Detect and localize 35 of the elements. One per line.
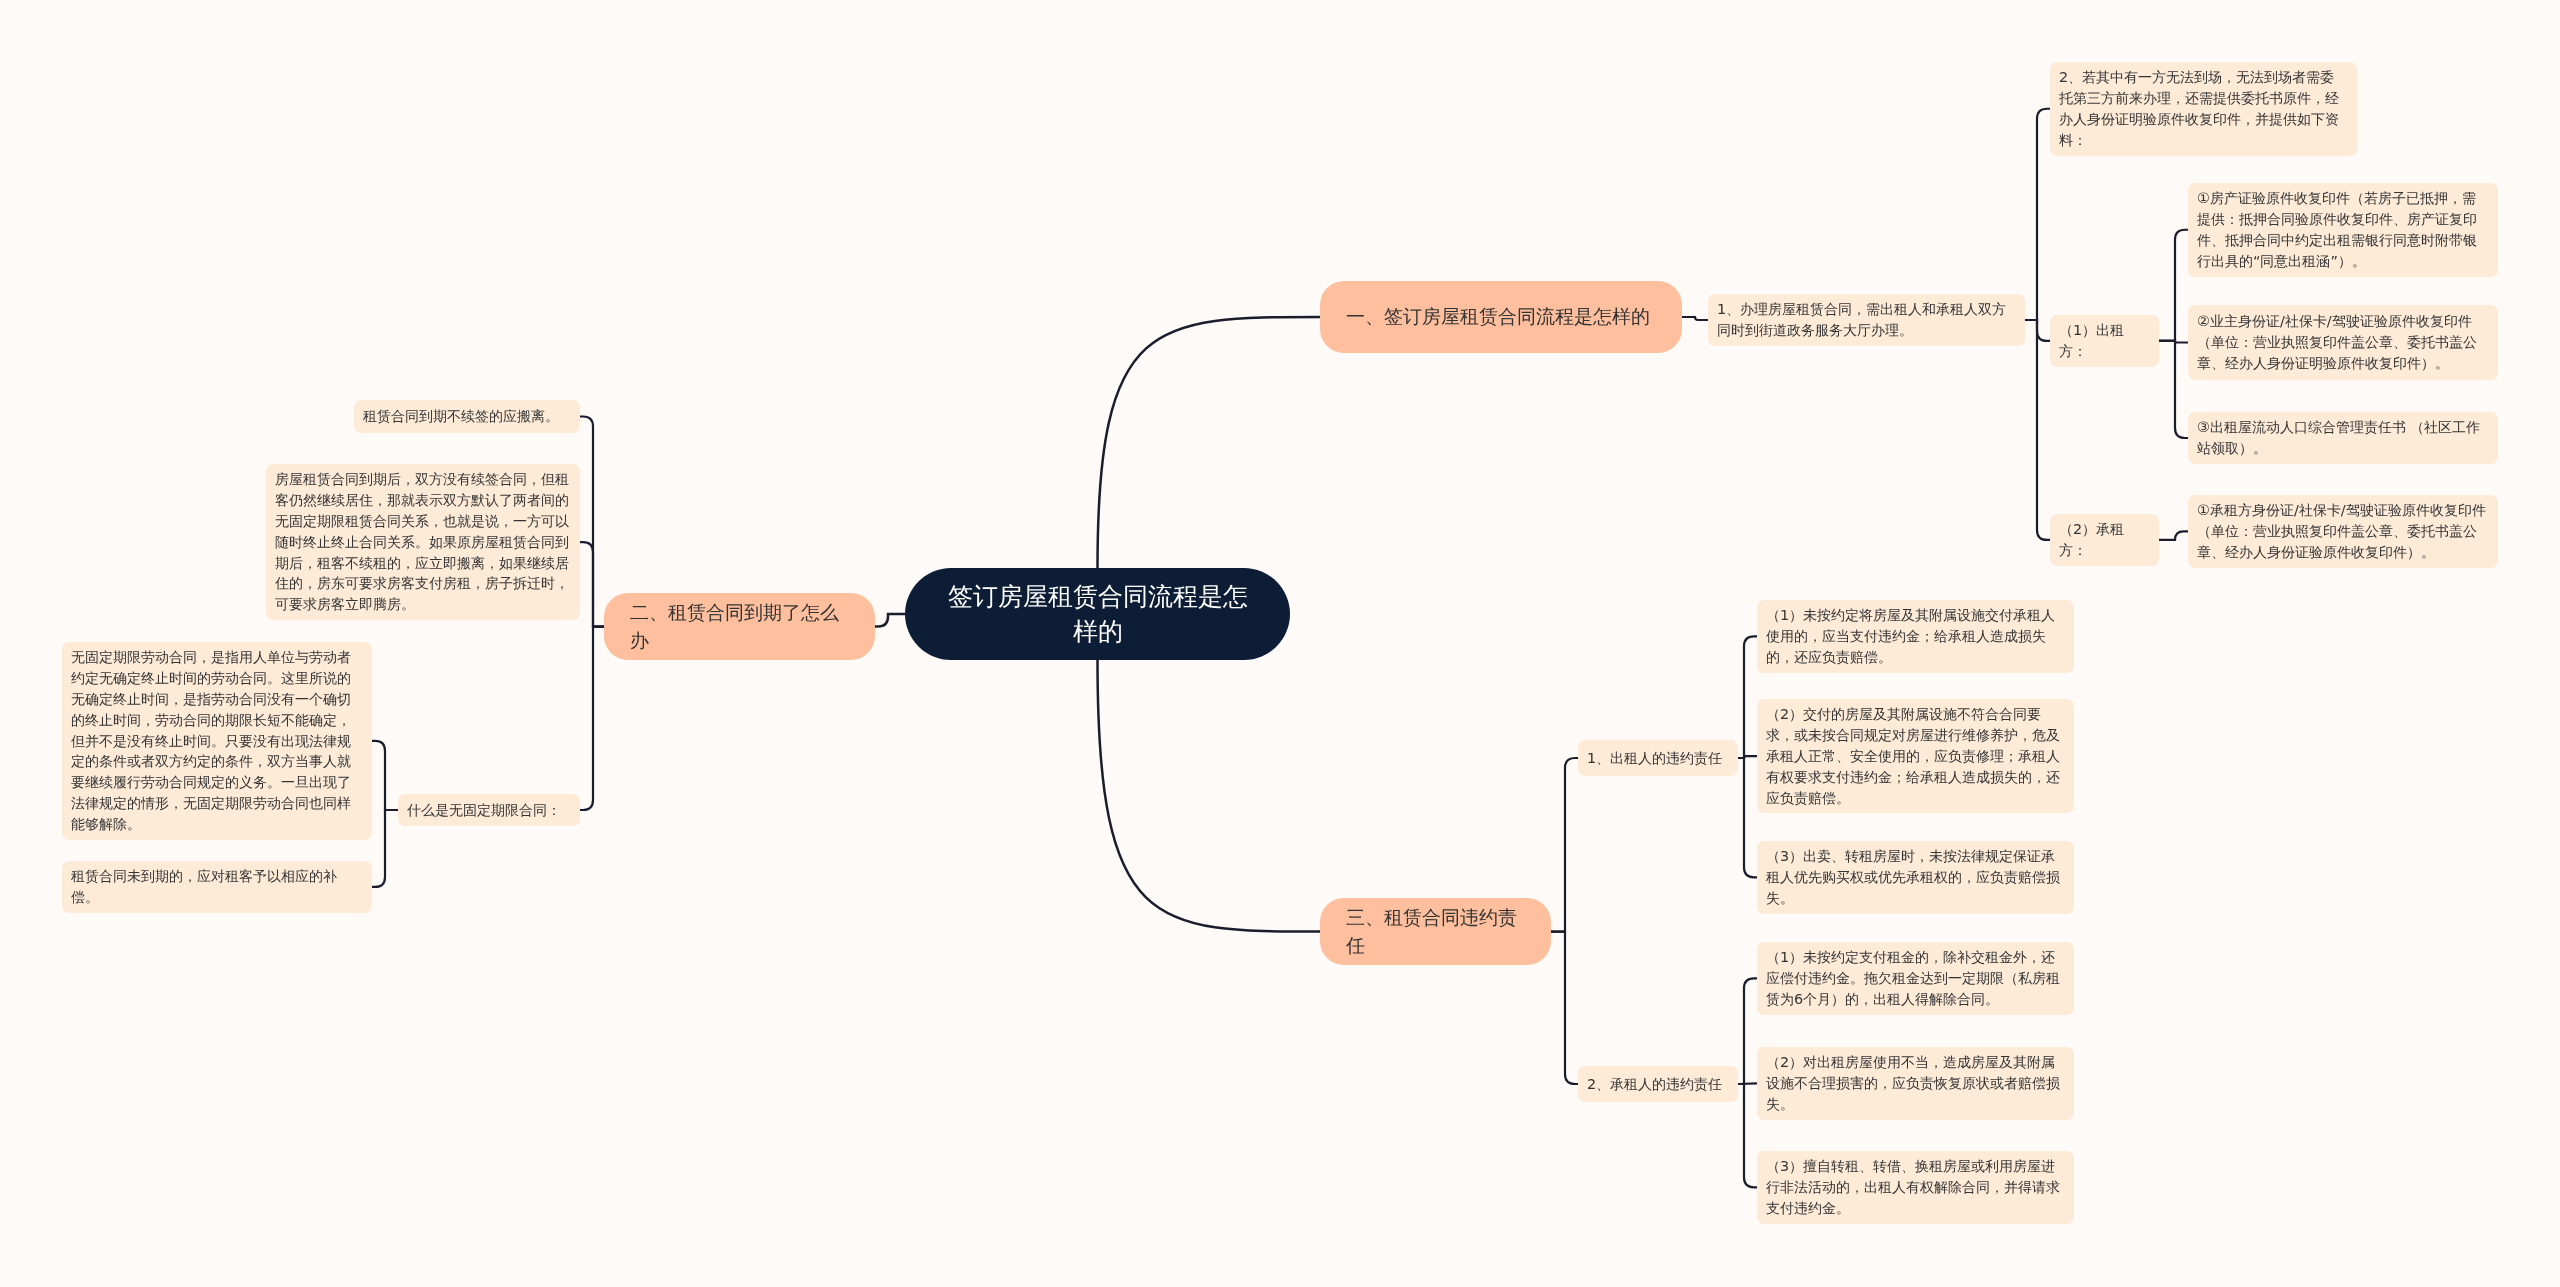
subtopic-box: （3）出卖、转租房屋时，未按法律规定保证承租人优先购买权或优先承租权的，应负责赔偿损失。: [1757, 841, 2074, 914]
connector-line: [2159, 339, 2188, 440]
main-topic: 一、签订房屋租赁合同流程是怎样的: [1320, 281, 1682, 353]
connector-line: [372, 808, 398, 888]
subtopic-box: （2）交付的房屋及其附属设施不符合合同要求，或未按合同规定对房屋进行维修养护，危及承租人正常、安全使用的，应负责修理；承租人有权要求支付违约金；给承租人造成损失的，还应负责赔偿。: [1757, 699, 2074, 814]
subtopic-box: 房屋租赁合同到期后，双方没有续签合同，但租客仍然继续居住，那就表示双方默认了两者间的无固定期限租赁合同关系，也就是说，一方可以随时终止终止合同关系。如果原房屋租赁合同到期后，租客不续租的，应立即搬离，如果继续居住的，房东可要求房客支付房租，房子拆迁时，可要求房客立即腾房。: [266, 464, 580, 621]
subtopic-box: （2）承租方：: [2050, 514, 2159, 566]
subtopic-box: （1）未按约定支付租金的，除补交租金外，还应偿付违约金。拖欠租金达到一定期限（私房租赁为6个月）的，出租人得解除合同。: [1757, 942, 2074, 1015]
connector-line: [1096, 659, 1320, 933]
subtopic-box: 1、办理房屋租赁合同，需出租人和承租人双方同时到街道政务服务大厅办理。: [1708, 294, 2025, 346]
subtopic-box: （2）对出租房屋使用不当，造成房屋及其附属设施不合理损害的，应负责恢复原状或者赔偿损失。: [1757, 1047, 2074, 1120]
subtopic-box: ②业主身份证/社保卡/驾驶证验原件收复印件（单位：营业执照复印件盖公章、委托书盖公章、经办人身份证明验原件收复印件）。: [2188, 305, 2498, 380]
subtopic-box: 2、若其中有一方无法到场，无法到场者需委托第三方前来办理，还需提供委托书原件，经办人身份证明验原件收复印件，并提供如下资料：: [2050, 62, 2357, 156]
subtopic-box: 无固定期限劳动合同，是指用人单位与劳动者约定无确定终止时间的劳动合同。这里所说的无确定终止时间，是指劳动合同没有一个确切的终止时间，劳动合同的期限长短不能确定，但并不是没有终止时间。只要没有出现法律规定的条件或者双方约定的条件，双方当事人就要继续履行劳动合同规定的义务。一旦出现了法律规定的情形，无固定期限劳动合同也同样能够解除。: [62, 642, 372, 840]
connector-line: [2025, 318, 2050, 541]
subtopic-box: 2、承租人的违约责任: [1578, 1066, 1738, 1102]
subtopic-box: （1）出租方：: [2050, 315, 2159, 367]
connector-line: [1551, 930, 1578, 1086]
main-topic: 二、租赁合同到期了怎么办: [604, 593, 875, 661]
main-topic: 三、租赁合同违约责任: [1320, 898, 1551, 966]
connector-line: [2159, 530, 2188, 541]
connector-line: [580, 625, 604, 812]
subtopic-box: 什么是无固定期限合同：: [398, 794, 580, 826]
subtopic-box: ①承租方身份证/社保卡/驾驶证验原件收复印件（单位：营业执照复印件盖公章、委托书盖公章、经办人身份证验原件收复印件）。: [2188, 495, 2498, 568]
subtopic-box: ①房产证验原件收复印件（若房子已抵押，需提供：抵押合同验原件收复印件、房产证复印件、抵押合同中约定出租需银行同意时附带银行出具的“同意出租涵”）。: [2188, 183, 2498, 277]
connector-line: [1682, 315, 1708, 322]
subtopic-box: ③出租屋流动人口综合管理责任书 （社区工作站领取）。: [2188, 412, 2498, 464]
subtopic-box: （1）未按约定将房屋及其附属设施交付承租人使用的，应当支付违约金；给承租人造成损失的，还应负责赔偿。: [1757, 600, 2074, 673]
central-topic: 签订房屋租赁合同流程是怎样的: [905, 568, 1290, 660]
subtopic-box: 租赁合同到期不续签的应搬离。: [354, 400, 580, 433]
subtopic-box: 租赁合同未到期的，应对租客予以相应的补偿。: [62, 861, 372, 913]
connector-line: [1096, 315, 1320, 569]
connector-line: [875, 612, 905, 628]
subtopic-box: （3）擅自转租、转借、换租房屋或利用房屋进行非法活动的，出租人有权解除合同，并得请求支付违约金。: [1757, 1151, 2074, 1224]
subtopic-box: 1、出租人的违约责任: [1578, 740, 1738, 776]
